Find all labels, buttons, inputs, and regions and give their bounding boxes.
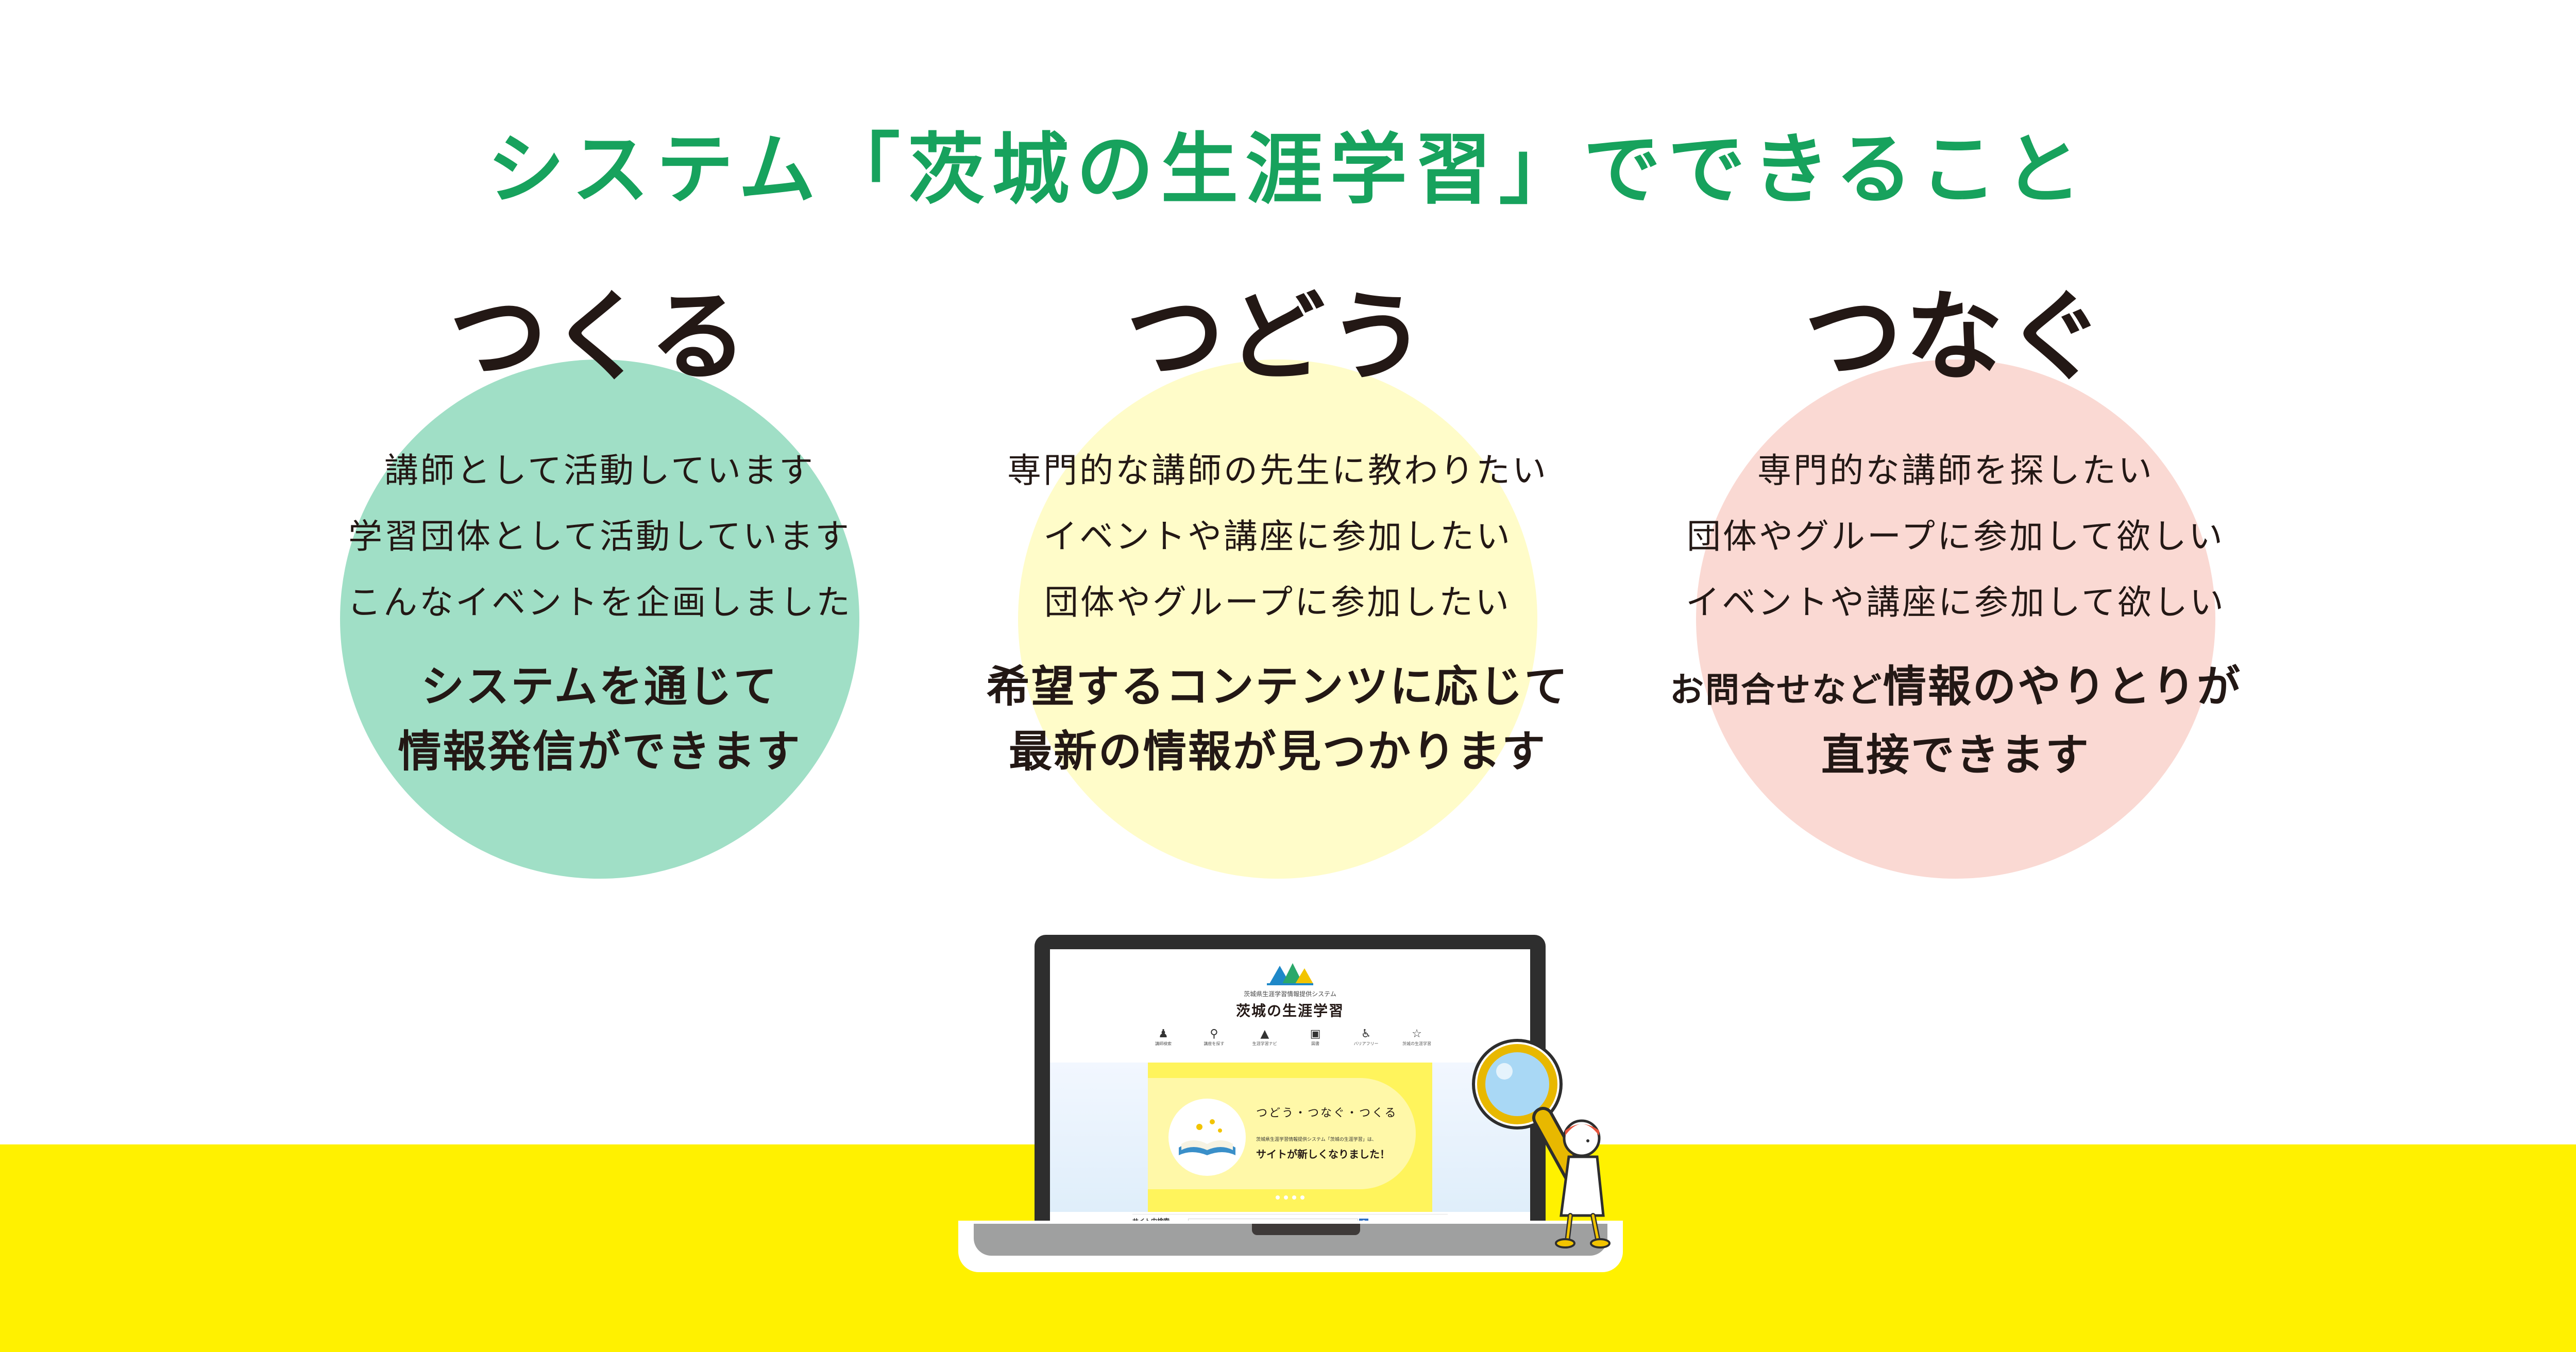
column-title: つくる: [449, 280, 751, 394]
hero-headline: サイトが新しくなりました！: [1256, 1148, 1390, 1160]
carousel-dot[interactable]: [1284, 1195, 1288, 1200]
users-icon: ☆: [1412, 1028, 1422, 1040]
laptop-base: [958, 1221, 1623, 1272]
column-lead: 希望するコンテンツに応じて 最新の情報が見つかります: [969, 654, 1587, 784]
laptop-base-body: [974, 1224, 1607, 1256]
column-line: イベントや講座に参加したい: [1043, 517, 1512, 556]
lead-main: 情報のやりとりが: [1883, 661, 2242, 712]
laptop-illustration: 茨城県生涯学習情報提供システム 茨城の生涯学習 ♟ 講師検索 ⚲ 講座を探す ▲…: [958, 935, 1623, 1275]
mascot-with-magnifier-icon: [1472, 1039, 1611, 1248]
hero-caption: 茨城県生涯学習情報提供システム「茨城の生涯学習」は、: [1256, 1137, 1377, 1142]
nav-item[interactable]: ♟ 講師検索: [1143, 1028, 1184, 1056]
laptop-lid: 茨城県生涯学習情報提供システム 茨城の生涯学習 ♟ 講師検索 ⚲ 講座を探す ▲…: [1035, 935, 1546, 1244]
lead-line: システムを通じて: [421, 661, 778, 712]
column-lines: 講師として活動しています 学習団体として活動しています こんなイベントを企画しま…: [291, 438, 909, 636]
search-icon: ⚲: [1210, 1028, 1218, 1040]
column-line: こんなイベントを企画しました: [347, 583, 852, 622]
nav-label: 図書: [1311, 1041, 1320, 1046]
site-subtitle: 茨城県生涯学習情報提供システム: [1244, 990, 1336, 998]
book-icon: ▣: [1310, 1028, 1321, 1040]
carousel-dot[interactable]: [1276, 1195, 1280, 1200]
lead-small: お問合せなど: [1669, 670, 1883, 710]
column-line: イベントや講座に参加して欲しい: [1685, 583, 2226, 622]
nav-item[interactable]: ☆ 茨城の生涯学習: [1396, 1028, 1437, 1056]
lead-line: 情報発信ができます: [398, 726, 802, 777]
column-title: つどう: [1126, 280, 1429, 394]
column-lines: 専門的な講師の先生に教わりたい イベントや講座に参加したい 団体やグループに参加…: [969, 438, 1587, 636]
column-lead: お問合せなど情報のやりとりが 直接できます: [1647, 654, 2265, 788]
site-nav: ♟ 講師検索 ⚲ 講座を探す ▲ 生涯学習ナビ ▣ 図書 ♿ バリアフリー: [1143, 1028, 1437, 1056]
nav-item[interactable]: ▲ 生涯学習ナビ: [1244, 1028, 1285, 1056]
site-title: 茨城の生涯学習: [1235, 1002, 1344, 1019]
column-tsunagu: つなぐ 専門的な講師を探したい 団体やグループに参加して欲しい イベントや講座に…: [1647, 278, 2265, 879]
laptop-notch: [1252, 1224, 1360, 1235]
carousel-dots[interactable]: [1269, 1195, 1311, 1201]
open-book-icon: [1179, 1119, 1235, 1155]
nav-label: 講座を探す: [1204, 1041, 1225, 1046]
green-circle: [340, 360, 859, 879]
hero-panel: つどう・つなぐ・つくる 茨城県生涯学習情報提供システム「茨城の生涯学習」は、 サ…: [1148, 1078, 1416, 1189]
nav-item[interactable]: ♿ バリアフリー: [1346, 1028, 1387, 1056]
nav-label: バリアフリー: [1353, 1041, 1379, 1046]
carousel-dot[interactable]: [1292, 1195, 1296, 1200]
nav-label: 講師検索: [1155, 1041, 1172, 1046]
pink-circle: [1696, 360, 2215, 879]
carousel-dot[interactable]: [1300, 1195, 1304, 1200]
nav-item[interactable]: ⚲ 講座を探す: [1193, 1028, 1234, 1056]
yellow-circle: [1018, 360, 1537, 879]
page-headline: システム「茨城の生涯学習」でできること: [487, 125, 2089, 215]
graduation-cap-icon: ▲: [1260, 1028, 1269, 1040]
person-icon: ♟: [1158, 1028, 1168, 1040]
wheelchair-icon: ♿: [1361, 1028, 1371, 1040]
nav-item[interactable]: ▣ 図書: [1295, 1028, 1336, 1056]
hero-tagline: つどう・つなぐ・つくる: [1256, 1107, 1398, 1120]
column-line: 団体やグループに参加したい: [1044, 583, 1512, 622]
column-line: 専門的な講師を探したい: [1757, 451, 2154, 490]
lead-line: 直接できます: [1821, 730, 2090, 780]
hero-book-image: [1168, 1099, 1246, 1176]
column-line: 講師として活動しています: [384, 451, 816, 490]
site-logo-icon: [1267, 963, 1313, 985]
lead-line: お問合せなど情報のやりとりが: [1647, 654, 2265, 723]
lead-line: 最新の情報が見つかります: [1008, 726, 1547, 777]
nav-label: 茨城の生涯学習: [1402, 1041, 1431, 1046]
laptop-screen: 茨城県生涯学習情報提供システム 茨城の生涯学習 ♟ 講師検索 ⚲ 講座を探す ▲…: [1050, 949, 1530, 1231]
column-tsudou: つどう 専門的な講師の先生に教わりたい イベントや講座に参加したい 団体やグルー…: [969, 278, 1587, 879]
lead-line: 希望するコンテンツに応じて: [986, 661, 1569, 712]
hero-banner: つどう・つなぐ・つくる 茨城県生涯学習情報提供システム「茨城の生涯学習」は、 サ…: [1148, 1063, 1432, 1212]
column-title: つなぐ: [1804, 280, 2107, 394]
column-tsukuru: つくる 講師として活動しています 学習団体として活動しています こんなイベントを…: [291, 278, 909, 879]
column-lines: 専門的な講師を探したい 団体やグループに参加して欲しい イベントや講座に参加して…: [1647, 438, 2265, 636]
column-line: 学習団体として活動しています: [348, 517, 852, 556]
column-line: 団体やグループに参加して欲しい: [1686, 517, 2225, 556]
column-lead: システムを通じて 情報発信ができます: [291, 654, 909, 784]
nav-label: 生涯学習ナビ: [1252, 1041, 1277, 1046]
column-line: 専門的な講師の先生に教わりたい: [1007, 451, 1548, 490]
